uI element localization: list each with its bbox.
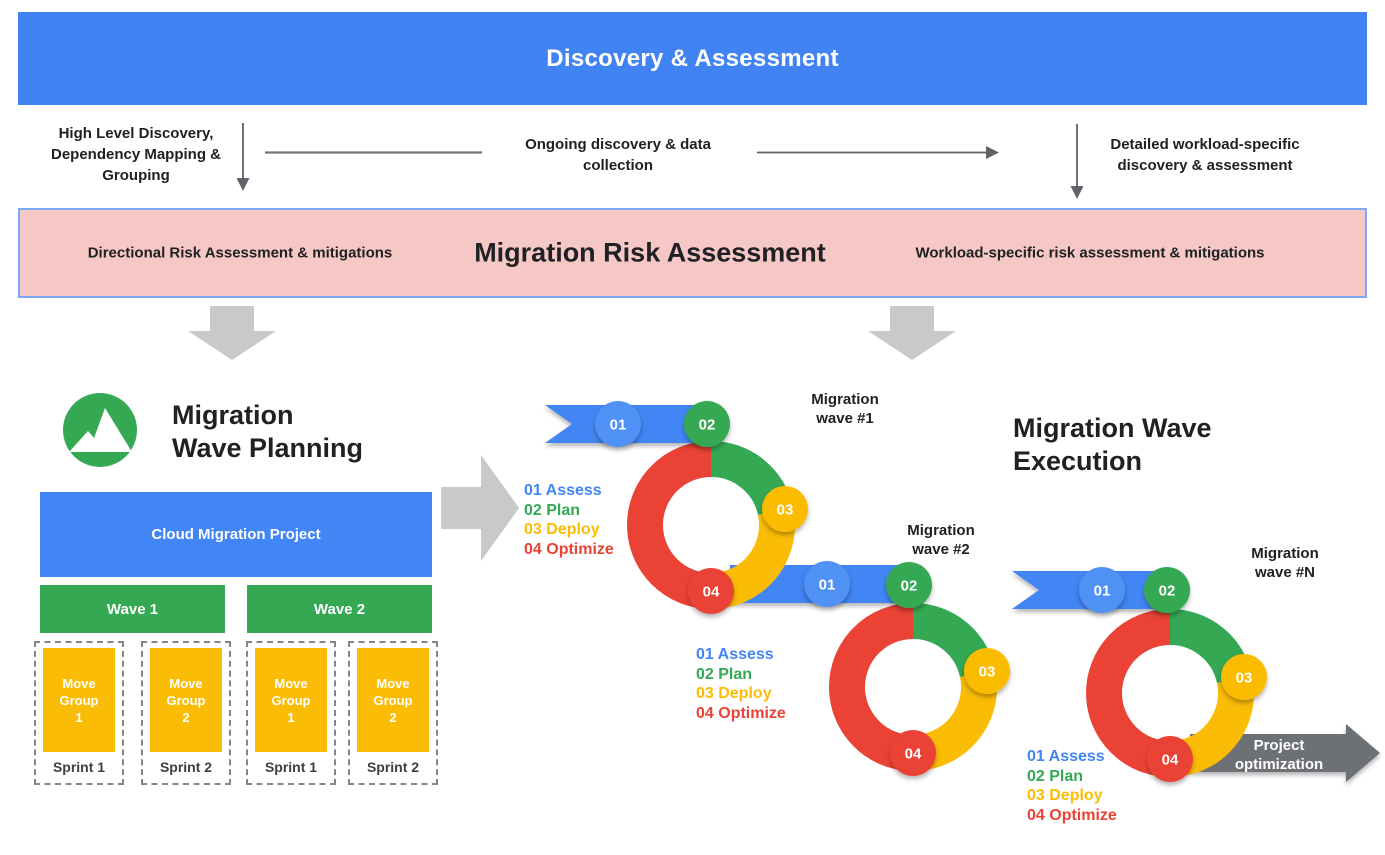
svg-text:04: 04 (905, 746, 922, 763)
text-line: collection (582, 157, 653, 174)
discovery-assessment-banner: Discovery & Assessment (18, 12, 1367, 105)
migration-risk-banner: Directional Risk Assessment & mitigation… (18, 208, 1367, 298)
down-arrow-left-icon (236, 123, 250, 191)
svg-text:02: 02 (901, 578, 918, 595)
block-down-arrow-right-icon (868, 306, 956, 360)
svg-text:01: 01 (610, 417, 627, 434)
directional-risk-text: Directional Risk Assessment & mitigation… (87, 244, 393, 262)
wave-box-label: Wave 1 (106, 600, 159, 618)
badge-04 (1147, 736, 1193, 782)
workload-risk-text: Workload-specific risk assessment & miti… (915, 244, 1265, 262)
svg-text:04: 04 (703, 584, 720, 601)
high-level-discovery-text: High Level Discovery, Dependency Mapping… (22, 123, 250, 186)
badge-01 (804, 561, 850, 607)
badge-03 (964, 648, 1010, 694)
execution-title: Migration Wave Execution (1013, 412, 1212, 478)
ring-arc-optimize (1086, 609, 1171, 777)
badge-02 (886, 562, 932, 608)
badge-04 (688, 568, 734, 614)
banner-title: Discovery & Assessment (546, 45, 839, 72)
project-arrow-text: optimization (1235, 756, 1323, 773)
block-right-arrow-icon (441, 455, 519, 561)
ring-arc-optimize (627, 441, 712, 609)
wave-1-box: Wave 1 (40, 585, 225, 633)
wave-2-badges: 01 02 03 04 (804, 561, 1010, 776)
risk-banner-title: Migration Risk Assessment (474, 237, 826, 268)
title-line: Migration Wave (1013, 413, 1212, 443)
svg-text:03: 03 (1236, 670, 1253, 687)
ring-arc-optimize (829, 603, 914, 771)
svg-text:01: 01 (1094, 583, 1111, 600)
badge-03 (762, 486, 808, 532)
wave-n-badges: 01 02 03 04 (1079, 567, 1267, 782)
right-arrow-icon (757, 146, 999, 159)
text-line: Grouping (102, 167, 170, 184)
sprint-label: Sprint 2 (159, 759, 213, 775)
down-arrow-right-icon (1070, 124, 1084, 199)
wave-1-badges: 01 02 03 04 (595, 401, 808, 614)
cloud-migration-project-box: Cloud Migration Project (40, 492, 432, 577)
title-line: Migration (172, 400, 294, 430)
badge-04 (890, 730, 936, 776)
badge-03 (1221, 654, 1267, 700)
svg-text:01: 01 (819, 577, 836, 594)
svg-text:02: 02 (1159, 583, 1176, 600)
text-line: Detailed workload-specific (1110, 136, 1300, 153)
text-line: Dependency Mapping & (50, 146, 222, 163)
text-line: High Level Discovery, (58, 125, 214, 142)
mountain-icon (63, 393, 137, 467)
migration-wave-n-ring (1012, 571, 1255, 777)
sprint-label: Sprint 1 (52, 759, 106, 775)
badge-01 (1079, 567, 1125, 613)
wave-1-legend: 01 Assess 02 Plan 03 Deploy 04 Optimize (524, 482, 614, 558)
wave-2-legend: 01 Assess 02 Plan 03 Deploy 04 Optimize (696, 646, 786, 722)
svg-text:03: 03 (979, 664, 996, 681)
sprint-label: Sprint 1 (264, 759, 318, 775)
svg-text:02: 02 (699, 417, 716, 434)
text-line: discovery & assessment (1117, 157, 1293, 174)
sprint-label: Sprint 2 (366, 759, 420, 775)
wave-2-box: Wave 2 (247, 585, 432, 633)
detailed-workload-text: Detailed workload-specific discovery & a… (1085, 134, 1325, 176)
title-line: Wave Planning (172, 433, 364, 463)
text-line: Ongoing discovery & data (525, 136, 711, 153)
wave-box-label: Wave 2 (313, 600, 366, 618)
svg-text:03: 03 (777, 502, 794, 519)
planning-title: Migration Wave Planning (172, 399, 363, 465)
badge-02 (684, 401, 730, 447)
block-down-arrow-left-icon (188, 306, 276, 360)
project-arrow-text: Project (1254, 737, 1305, 754)
badge-01 (595, 401, 641, 447)
svg-text:04: 04 (1162, 752, 1179, 769)
ongoing-discovery-text: Ongoing discovery & data collection (498, 134, 738, 176)
project-box-label: Cloud Migration Project (151, 526, 321, 543)
badge-02 (1144, 567, 1190, 613)
wave-n-legend: 01 Assess 02 Plan 03 Deploy 04 Optimize (1027, 748, 1117, 824)
title-line: Execution (1013, 446, 1143, 476)
